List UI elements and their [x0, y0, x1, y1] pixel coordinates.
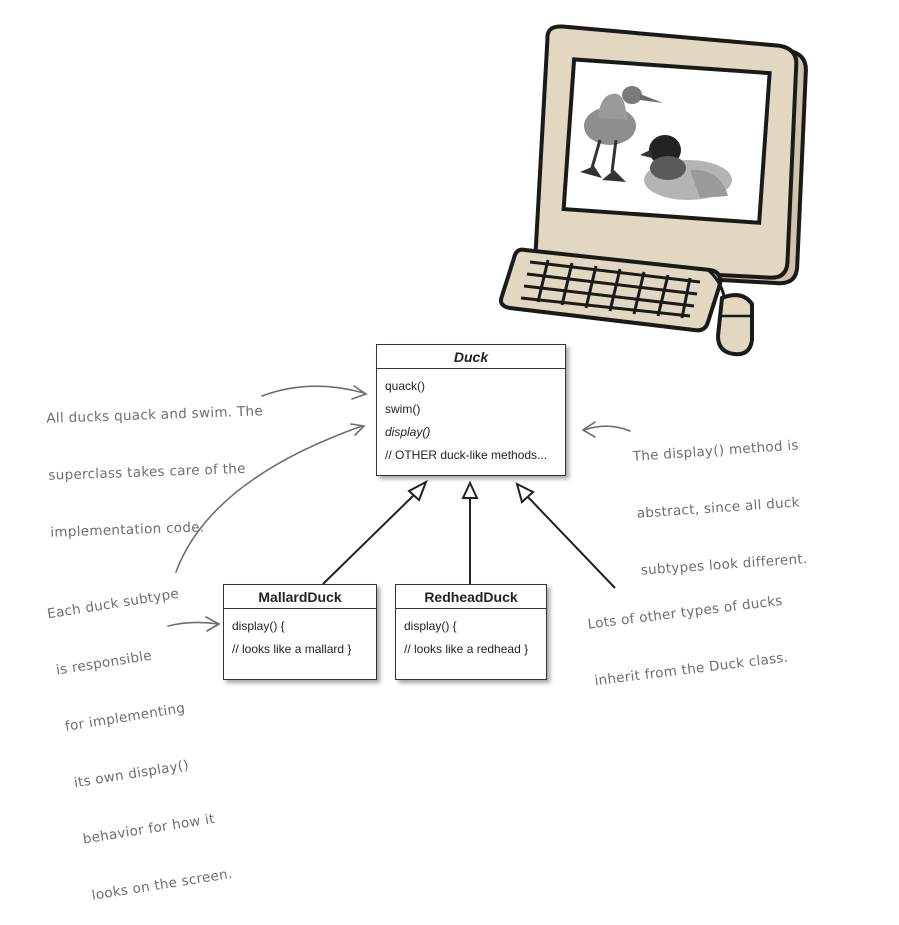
annotation-other: Lots of other types of ducks inherit fro… — [582, 554, 793, 710]
duck-methods: quack() swim() display() // OTHER duck-l… — [377, 369, 565, 473]
mouse-icon — [707, 268, 754, 357]
mallard-duck-methods: display() { // looks like a mallard } — [224, 609, 376, 667]
inheritance-line-other — [526, 495, 616, 589]
annotation-subtype-line: looks on the screen. — [90, 865, 234, 904]
redhead-duck-class-name: RedheadDuck — [396, 585, 546, 609]
annotation-subtype-line: behavior for how it — [81, 810, 216, 848]
inheritance-arrowhead-other — [515, 482, 535, 504]
annotation-superclass-line: implementation code. — [50, 519, 205, 541]
annotation-subtype-line: for implementing — [63, 700, 187, 735]
annotation-other-line: Lots of other types of ducks — [586, 592, 784, 633]
redhead-duck-class-box: RedheadDuck display() { // looks like a … — [395, 584, 547, 680]
method-quack: quack() — [385, 379, 426, 393]
inheritance-arrowhead-redhead — [461, 480, 479, 499]
annotation-subtype-line: is responsible — [55, 647, 154, 679]
mallard-method-comment: // looks like a mallard } — [232, 642, 352, 656]
annotation-subtype-line: its own display() — [72, 757, 191, 792]
annotation-superclass-line: superclass takes care of the — [48, 460, 247, 484]
redhead-duck-methods: display() { // looks like a redhead } — [396, 609, 546, 667]
annotation-display-line: abstract, since all duck — [636, 494, 801, 522]
mallard-duck-class-box: MallardDuck display() { // looks like a … — [223, 584, 377, 680]
annotation-arrow-subtype-up — [175, 425, 363, 573]
redhead-method-display: display() { — [404, 619, 457, 633]
mallard-duck-class-name: MallardDuck — [224, 585, 376, 609]
annotation-arrow-superclass — [261, 385, 365, 397]
annotation-display-line: The display() method is — [632, 437, 800, 465]
annotation-superclass-line: All ducks quack and swim. The — [46, 403, 264, 427]
method-other: // OTHER duck-like methods... — [385, 448, 548, 462]
method-display: display() — [385, 425, 431, 439]
duck-class-name: Duck — [377, 345, 565, 369]
annotation-superclass: All ducks quack and swim. The superclass… — [45, 364, 268, 561]
duck-class-box: Duck quack() swim() display() // OTHER d… — [376, 344, 566, 476]
method-swim: swim() — [385, 402, 421, 416]
diagram-connectors — [167, 385, 631, 632]
computer-illustration — [499, 24, 808, 357]
redhead-method-comment: // looks like a redhead } — [404, 642, 529, 656]
annotation-subtype-line: Each duck subtype — [46, 585, 181, 623]
inheritance-arrowhead-mallard — [407, 479, 428, 502]
annotation-arrow-display — [583, 425, 631, 432]
keyboard-icon — [499, 247, 723, 333]
ducks-image — [580, 86, 732, 200]
mallard-method-display: display() { — [232, 619, 285, 633]
annotation-other-line: inherit from the Duck class. — [593, 649, 790, 690]
annotation-arrow-subtype-right — [167, 621, 219, 627]
inheritance-line-mallard — [322, 493, 416, 585]
